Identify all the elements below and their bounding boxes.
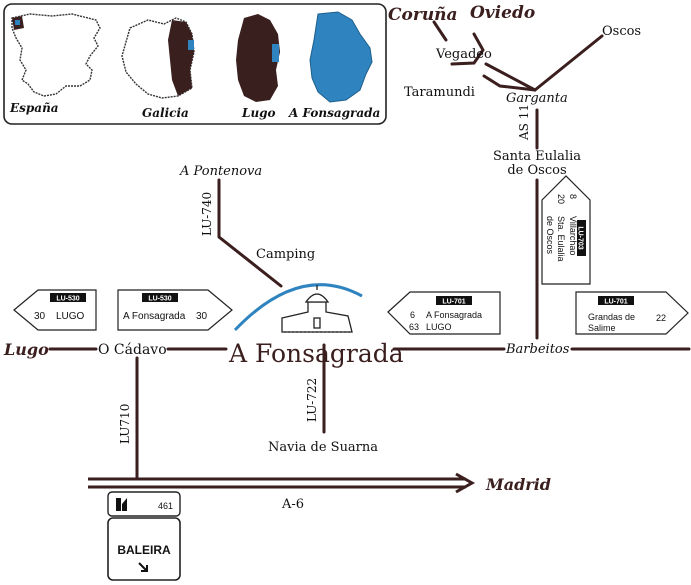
place-oscos: Oscos xyxy=(602,24,641,39)
town-arc xyxy=(233,283,363,332)
road-labels: AS 11 LU-740 LU-722 LU710 A-6 xyxy=(118,104,531,512)
sign-lu703-road: LU-703 xyxy=(577,226,584,249)
exit-icon xyxy=(116,498,127,511)
place-a-pontenova: A Pontenova xyxy=(179,164,262,179)
sign-lu701-right: LU-701 Grandas de Salime 22 xyxy=(575,291,689,335)
sign-lu703-dist1: 8 xyxy=(568,194,578,199)
place-oviedo: Oviedo xyxy=(470,3,535,23)
sign-exit-number: 461 xyxy=(158,501,173,511)
sign-lu701-left-road: LU-701 xyxy=(442,299,465,306)
church-icon xyxy=(281,285,353,333)
sign-lu530-fonsagrada-dest: A Fonsagrada xyxy=(123,311,186,322)
sign-lu703-dest2a: Sta. Eulalia xyxy=(556,216,566,262)
place-vegadeo: Vegadeo xyxy=(435,47,492,62)
locator-label-fonsagrada: A Fonsagrada xyxy=(288,106,380,120)
road-label-a6: A-6 xyxy=(281,497,304,512)
locator-label-lugo: Lugo xyxy=(241,106,276,120)
a6-motorway xyxy=(88,472,476,494)
sign-lu701-left-dest2: LUGO xyxy=(426,322,452,332)
sign-lu703: LU-703 8 Villarchao 20 Sta. Eulalia de O… xyxy=(541,175,591,285)
place-lugo: Lugo xyxy=(3,340,49,359)
fonsagrada-municipality xyxy=(309,11,373,103)
sign-lu701-right-dest1: Grandas de xyxy=(588,312,635,322)
place-barbeitos: Barbeitos xyxy=(505,342,570,357)
sign-lu703-dest1: Villarchao xyxy=(568,216,578,255)
sign-lu701-right-dest2: Salime xyxy=(588,323,616,333)
lugo-province xyxy=(236,14,280,102)
sign-lu701-left-dist2: 63 xyxy=(409,322,419,332)
sign-lu530-lugo-dest: LUGO xyxy=(56,311,85,322)
sign-lu701-left-dest1: A Fonsagrada xyxy=(426,310,482,320)
roads xyxy=(48,20,691,480)
sign-lu530-lugo-dist: 30 xyxy=(34,311,46,322)
sign-exit-461: 461 xyxy=(107,491,181,517)
road-label-as11: AS 11 xyxy=(517,104,531,141)
place-coruna: Coruña xyxy=(388,5,458,25)
place-madrid: Madrid xyxy=(485,475,551,494)
place-taramundi: Taramundi xyxy=(404,85,475,100)
sign-lu530-lugo: LU-530 30 LUGO xyxy=(13,289,97,331)
sign-lu530-fonsagrada-dist: 30 xyxy=(196,311,208,322)
sign-lu701-left: LU-701 6 A Fonsagrada 63 LUGO xyxy=(387,291,501,335)
sign-baleira-label: BALEIRA xyxy=(117,543,171,557)
locator-label-galicia: Galicia xyxy=(142,106,189,120)
place-o-cadavo: O Cádavo xyxy=(98,342,167,358)
place-navia-de-suarna: Navia de Suarna xyxy=(268,440,378,455)
arrow-down-right-icon xyxy=(138,562,148,572)
sign-lu703-dist2: 20 xyxy=(556,194,566,204)
place-santa-eulalia: Santa Eulalia xyxy=(493,149,581,164)
place-a-fonsagrada: A Fonsagrada xyxy=(228,339,404,368)
road-label-lu722: LU-722 xyxy=(305,378,319,422)
spain-outline xyxy=(11,13,101,97)
sign-lu703-dest2b: de Oscos xyxy=(545,216,555,255)
sign-lu701-left-dist1: 6 xyxy=(410,310,415,320)
sign-lu701-right-road: LU-701 xyxy=(604,299,627,306)
road-label-lu710: LU710 xyxy=(118,404,132,444)
sign-lu530-fonsagrada-road: LU-530 xyxy=(148,296,171,303)
place-camping: Camping xyxy=(256,247,315,262)
place-santa-eulalia-2: de Oscos xyxy=(507,163,566,178)
place-garganta: Garganta xyxy=(506,91,568,106)
road-label-lu740: LU-740 xyxy=(200,192,214,236)
sign-lu530-lugo-road: LU-530 xyxy=(56,296,79,303)
locator-inset: España Galicia Lugo A Fonsagrada xyxy=(3,3,387,125)
locator-label-espana: España xyxy=(9,101,59,115)
sign-lu701-right-dist: 22 xyxy=(656,313,666,323)
sign-baleira: BALEIRA xyxy=(107,517,181,581)
sign-lu530-fonsagrada: LU-530 A Fonsagrada 30 xyxy=(117,289,233,331)
place-labels: Coruña Oviedo Vegadeo Oscos Taramundi Ga… xyxy=(3,3,641,494)
